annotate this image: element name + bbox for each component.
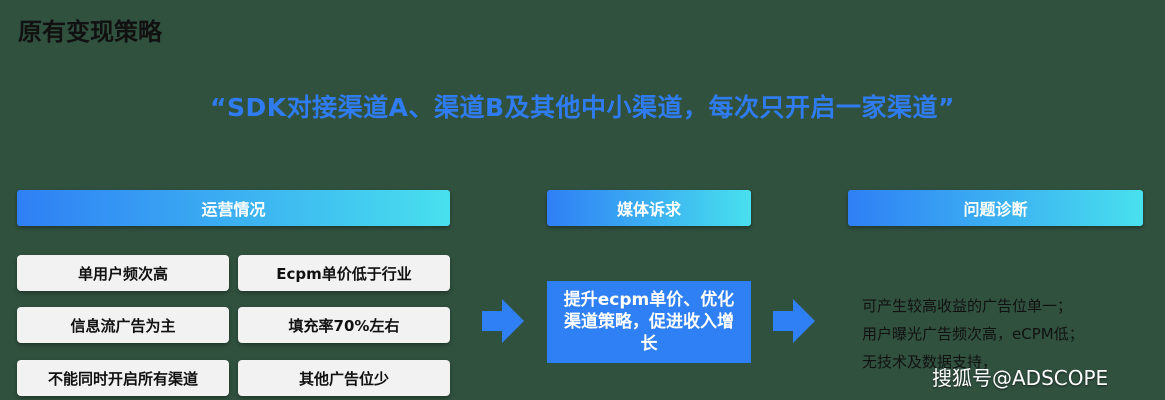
media-demand-text: 提升ecpm单价、优化渠道策略，促进收入增长 [563,290,735,354]
operations-item: Ecpm单价低于行业 [238,255,450,291]
media-demand-header: 媒体诉求 [547,190,751,226]
operations-item: 单用户频次高 [17,255,229,291]
arrow-right-icon [482,299,524,343]
media-demand-box: 提升ecpm单价、优化渠道策略，促进收入增长 [547,281,751,363]
diagnosis-line: 用户曝光广告频次高，eCPM低； [862,325,1084,343]
watermark: 搜狐号@ADSCOPE [932,366,1109,390]
diagnosis-list: 可产生较高收益的广告位单一； 用户曝光广告频次高，eCPM低； 无技术及数据支持… [862,292,1084,376]
diagnosis-header: 问题诊断 [848,190,1143,226]
operations-item: 其他广告位少 [238,360,450,396]
diagnosis-line: 无技术及数据支持， [862,353,998,371]
diagnosis-line: 可产生较高收益的广告位单一； [862,297,1073,315]
arrow-right-icon [773,299,815,343]
operations-item: 不能同时开启所有渠道 [17,360,229,396]
operations-item: 信息流广告为主 [17,307,229,343]
operations-header: 运营情况 [17,190,450,226]
page-title: 原有变现策略 [18,18,162,46]
strategy-quote: “SDK对接渠道A、渠道B及其他中小渠道，每次只开启一家渠道” [210,93,955,122]
operations-item: 填充率70%左右 [238,307,450,343]
